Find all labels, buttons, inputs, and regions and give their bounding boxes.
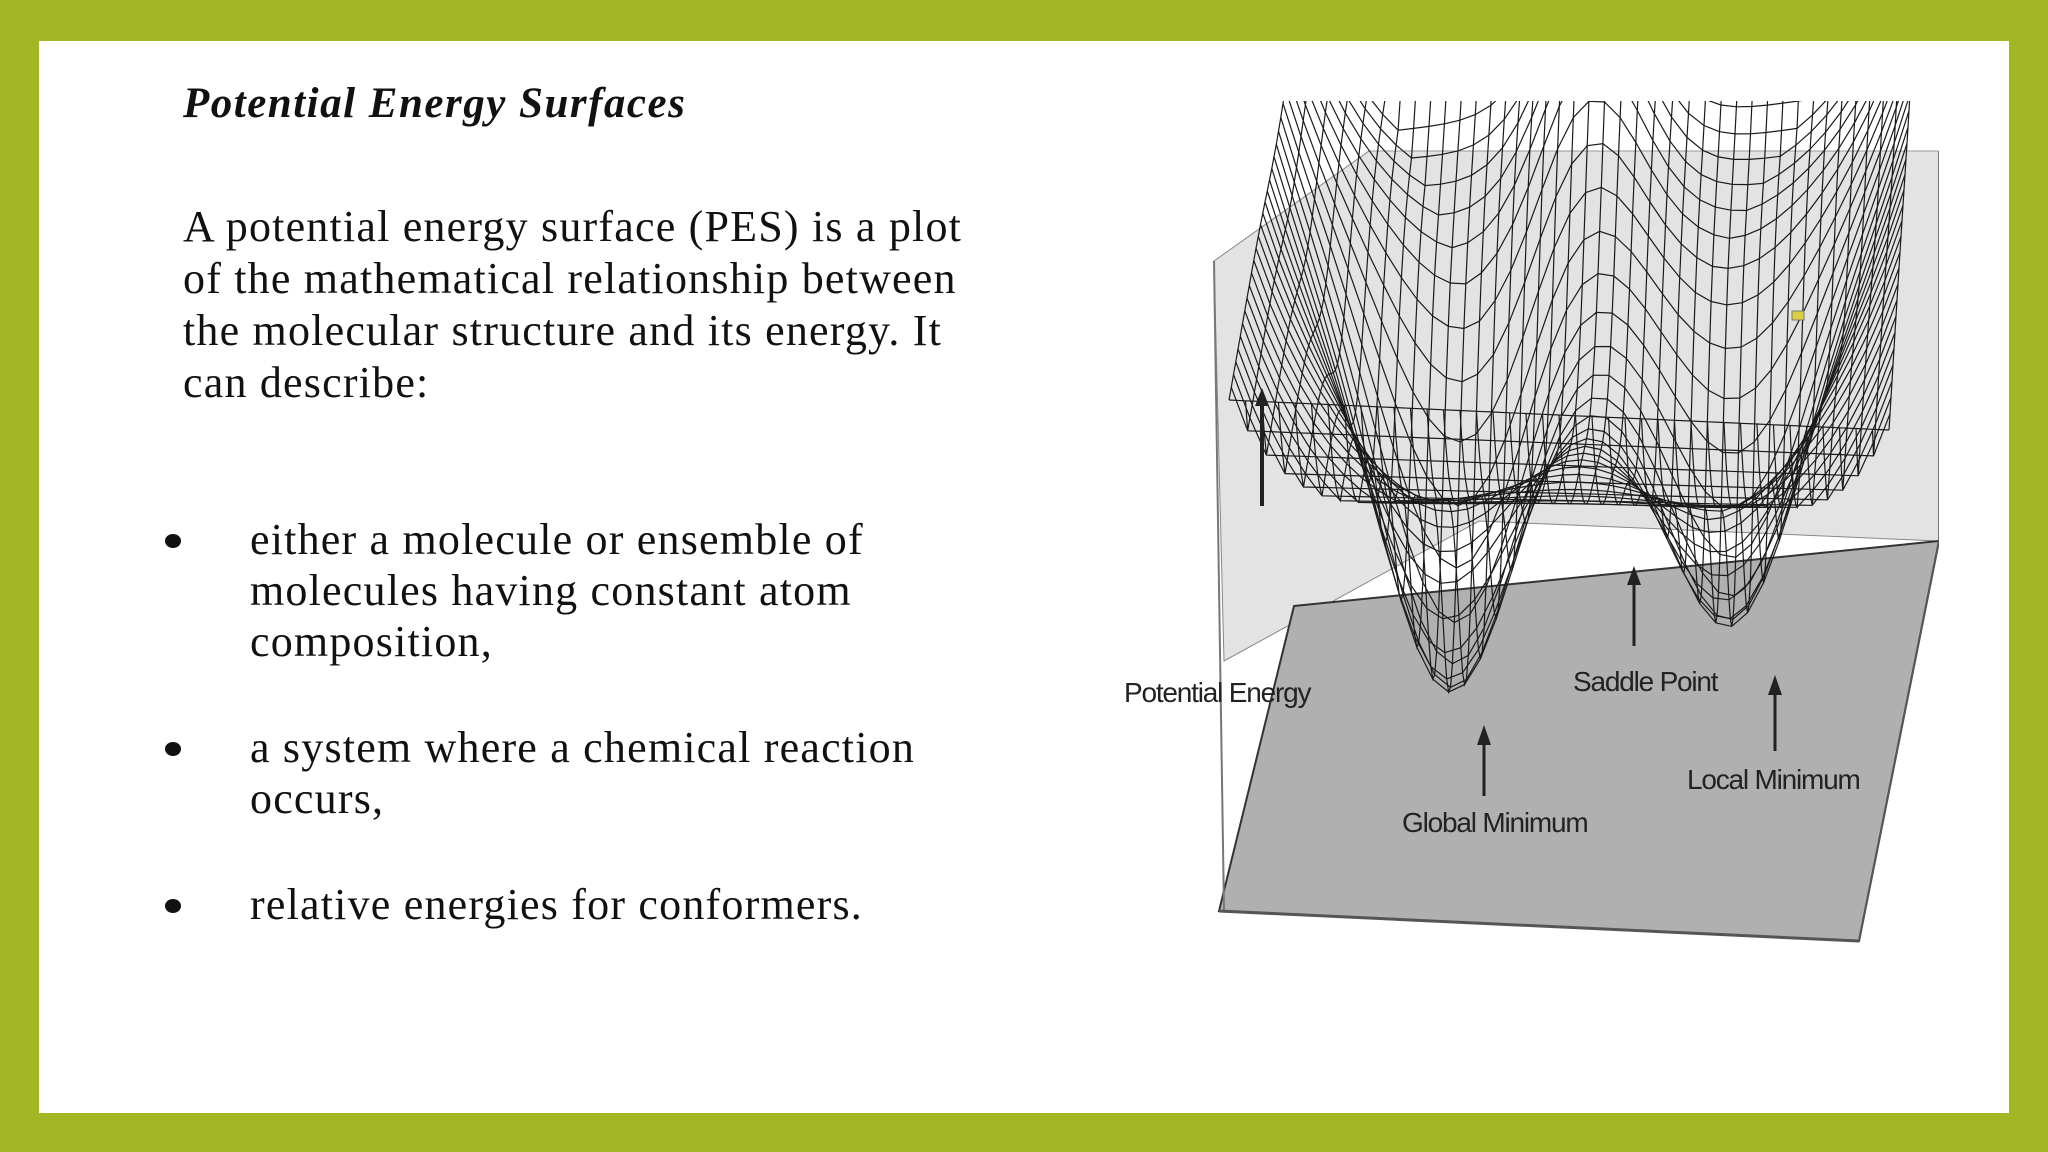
- mesh-line: [1237, 348, 1894, 501]
- mesh-line: [1371, 101, 1497, 131]
- bullet-item: either a molecule or ensemble of molecul…: [159, 514, 1039, 667]
- mesh-line: [1273, 110, 1910, 693]
- mesh-line: [1230, 387, 1891, 457]
- bullet-text: a system where a chemical reaction occur…: [250, 723, 916, 823]
- bullet-icon: [165, 534, 181, 548]
- mesh-line: [1282, 101, 1894, 569]
- pes-figure: Potential Energy Saddle Point Local Mini…: [1079, 101, 1939, 1001]
- saddle-arrowhead: [1627, 566, 1641, 585]
- bullet-item: a system where a chemical reaction occur…: [159, 722, 1039, 824]
- local-minimum-label: Local Minimum: [1687, 764, 1860, 795]
- slide-title: Potential Energy Surfaces: [183, 80, 687, 127]
- box-edge: [1858, 540, 1939, 942]
- local-min-arrowhead: [1768, 675, 1782, 695]
- mesh-line: [1250, 267, 1900, 508]
- saddle-point-label: Saddle Point: [1573, 666, 1719, 697]
- mesh-line: [1248, 283, 1899, 507]
- mesh-line: [1359, 101, 1803, 159]
- mesh-line: [1228, 101, 1284, 401]
- mesh-line: [1295, 101, 1882, 443]
- global-minimum-label: Global Minimum: [1402, 807, 1587, 838]
- bullet-icon: [165, 899, 181, 913]
- mesh-line: [1275, 101, 1909, 689]
- bullet-list: either a molecule or ensemble of molecul…: [159, 514, 1039, 985]
- energy-axis-arrowhead: [1255, 388, 1269, 406]
- mesh-line: [1259, 205, 1904, 553]
- mesh-line: [1338, 101, 1839, 216]
- mesh-line: [1271, 127, 1909, 680]
- pes-surface-diagram: Potential Energy Saddle Point Local Mini…: [1124, 101, 1939, 943]
- mesh-line: [1320, 101, 1859, 285]
- bullet-item: relative energies for conformers.: [159, 879, 1039, 930]
- mesh-line: [1268, 143, 1908, 654]
- marker: [1791, 310, 1805, 321]
- intro-paragraph: A potential energy surface (PES) is a pl…: [183, 202, 963, 407]
- energy-axis-label: Potential Energy: [1124, 677, 1311, 708]
- mesh-line: [1277, 101, 1904, 665]
- mesh-line: [1232, 374, 1892, 477]
- mesh-line: [1311, 101, 1867, 330]
- mesh-line: [1288, 101, 1888, 507]
- mesh-line: [1255, 236, 1902, 521]
- mesh-line: [1280, 101, 1899, 624]
- box-edge: [1213, 260, 1225, 912]
- bullet-icon: [165, 742, 181, 756]
- bullet-text: either a molecule or ensemble of molecul…: [250, 515, 864, 666]
- slide: Potential Energy Surfaces A potential en…: [39, 41, 2009, 1113]
- mesh-line: [1303, 101, 1875, 383]
- pes-mesh: [1228, 101, 1911, 695]
- box-edge: [1218, 909, 1860, 943]
- bullet-text: relative energies for conformers.: [250, 880, 863, 929]
- mesh-line: [1348, 101, 1827, 187]
- global-min-arrowhead: [1477, 725, 1491, 745]
- mesh-line: [1328, 101, 1849, 249]
